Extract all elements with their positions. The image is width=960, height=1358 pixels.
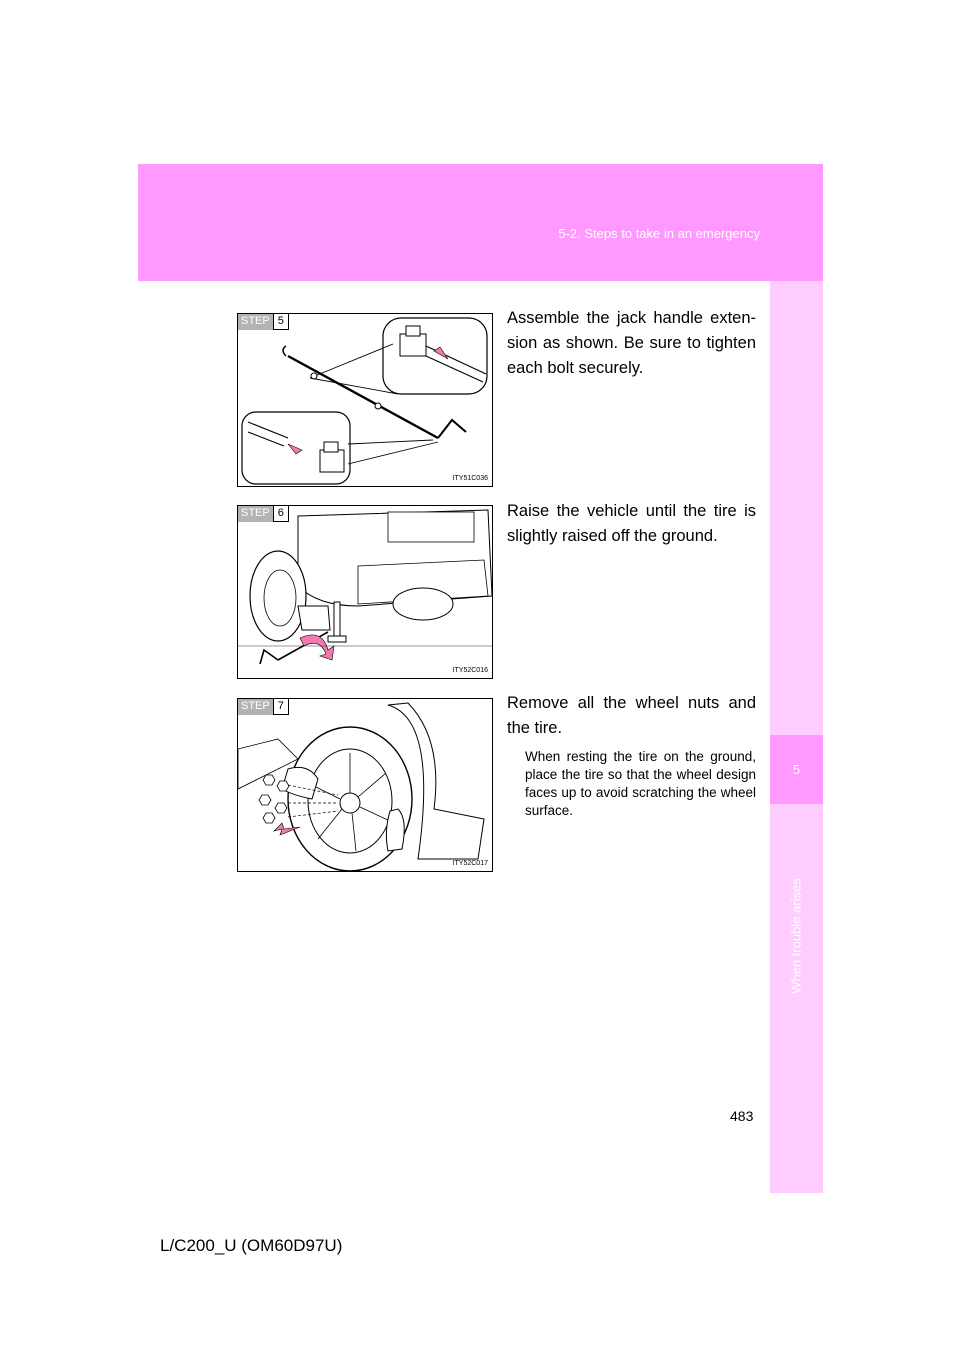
- step-number: 6: [272, 506, 289, 522]
- vehicle-raise-illustration: [238, 509, 492, 665]
- step-badge: STEP 7: [238, 699, 289, 715]
- step-7-text: Remove all the wheel nuts and the tire.: [507, 694, 756, 737]
- step-7-note: When resting the tire on the ground, pla…: [525, 749, 756, 818]
- figure-step-6: STEP 6 ITY52C016: [237, 505, 493, 679]
- jack-handle-illustration: [241, 317, 488, 485]
- section-title: 5-2. Steps to take in an emergency: [558, 226, 760, 241]
- step-6-text: Raise the vehicle until the tire is slig…: [507, 502, 756, 545]
- manual-code: L/C200_U (OM60D97U): [160, 1236, 343, 1255]
- header-band: 5-2. Steps to take in an emergency: [138, 164, 823, 281]
- step-badge: STEP 6: [238, 506, 289, 522]
- chapter-side-tab: 5 When trouble arises: [770, 281, 823, 1193]
- figure-step-7: STEP 7 ITY52C017: [237, 698, 493, 872]
- figure-code: ITY52C016: [452, 667, 488, 674]
- chapter-label: When trouble arises: [788, 878, 804, 994]
- figure-code: ITY52C017: [452, 860, 488, 867]
- figure-code: ITY51C036: [452, 475, 488, 482]
- chapter-number: 5: [770, 735, 823, 804]
- step-number: 5: [272, 314, 289, 330]
- page-number: 483: [730, 1108, 754, 1124]
- step-badge: STEP 5: [238, 314, 289, 330]
- step-number: 7: [272, 699, 289, 715]
- step-label: STEP: [238, 699, 273, 715]
- step-label: STEP: [238, 314, 273, 330]
- wheel-removal-illustration: [238, 702, 485, 871]
- step-5-text: Assemble the jack handle exten-sion as s…: [507, 309, 756, 377]
- figure-step-5: STEP 5 ITY51C036: [237, 313, 493, 487]
- step-label: STEP: [238, 506, 273, 522]
